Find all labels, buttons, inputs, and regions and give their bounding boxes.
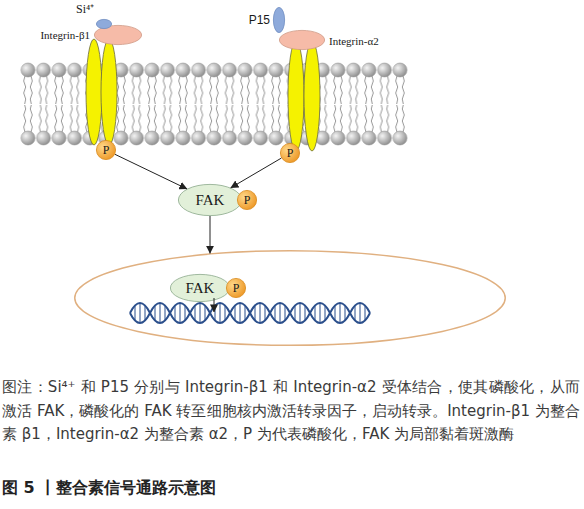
node-label: Integrin-α2 xyxy=(329,34,409,48)
shape-fill xyxy=(96,19,111,28)
kinase-ellipse: FAK xyxy=(178,184,242,216)
shape-fill xyxy=(273,7,284,32)
node-label: Si⁴⁺ xyxy=(76,2,106,16)
ligand-ellipse: P15 xyxy=(273,7,285,33)
shape-fill xyxy=(94,25,141,44)
phosphate-circle: P xyxy=(96,140,116,160)
shape-outline xyxy=(279,30,325,50)
shape-fill xyxy=(226,278,245,297)
figure-caption: 图 5 丨整合素信号通路示意图 xyxy=(2,478,580,499)
integrin-leg xyxy=(101,39,117,145)
shape-outline xyxy=(74,250,506,346)
shape-fill xyxy=(178,184,241,215)
dna-base-pairs xyxy=(135,303,365,323)
node-label: P15 xyxy=(243,13,270,27)
shape-fill xyxy=(75,251,506,346)
shape-fill xyxy=(237,190,256,209)
node-label: FAK xyxy=(178,184,242,216)
shape-fill xyxy=(280,143,299,162)
phosphate-circle: P xyxy=(237,190,257,210)
shape-fill xyxy=(96,140,115,159)
signal-arrow xyxy=(231,158,282,188)
shape-fill xyxy=(170,274,229,301)
integrin-leg xyxy=(288,41,304,151)
signal-arrow xyxy=(210,216,211,253)
shape-outline xyxy=(96,19,112,29)
node-label: P xyxy=(96,140,116,160)
kinase-ellipse: FAK xyxy=(170,274,230,302)
node-label: FAK xyxy=(170,274,230,302)
lipid-bilayer xyxy=(20,60,408,148)
dna-strand xyxy=(130,303,370,323)
node-label: P xyxy=(237,190,257,210)
dna-strand xyxy=(130,303,370,323)
integrin-leg xyxy=(86,39,102,145)
phosphate-circle: P xyxy=(280,143,300,163)
receptor-head: Integrin-α2 xyxy=(279,30,325,50)
figure-note: 图注：Si⁴⁺ 和 P15 分别与 Integrin-β1 和 Integrin… xyxy=(2,376,580,447)
nucleus-ellipse: FAKP xyxy=(74,250,506,346)
node-label: P xyxy=(280,143,300,163)
integrin-leg xyxy=(304,41,320,151)
node-label: P xyxy=(226,278,246,298)
shape-outline xyxy=(273,7,285,33)
signal-arrow xyxy=(115,154,187,189)
ion-ellipse: Si⁴⁺ xyxy=(96,19,112,29)
shape-fill xyxy=(279,30,324,49)
phosphate-circle: P xyxy=(226,278,246,298)
node-label: Integrin-β1 xyxy=(26,28,90,42)
